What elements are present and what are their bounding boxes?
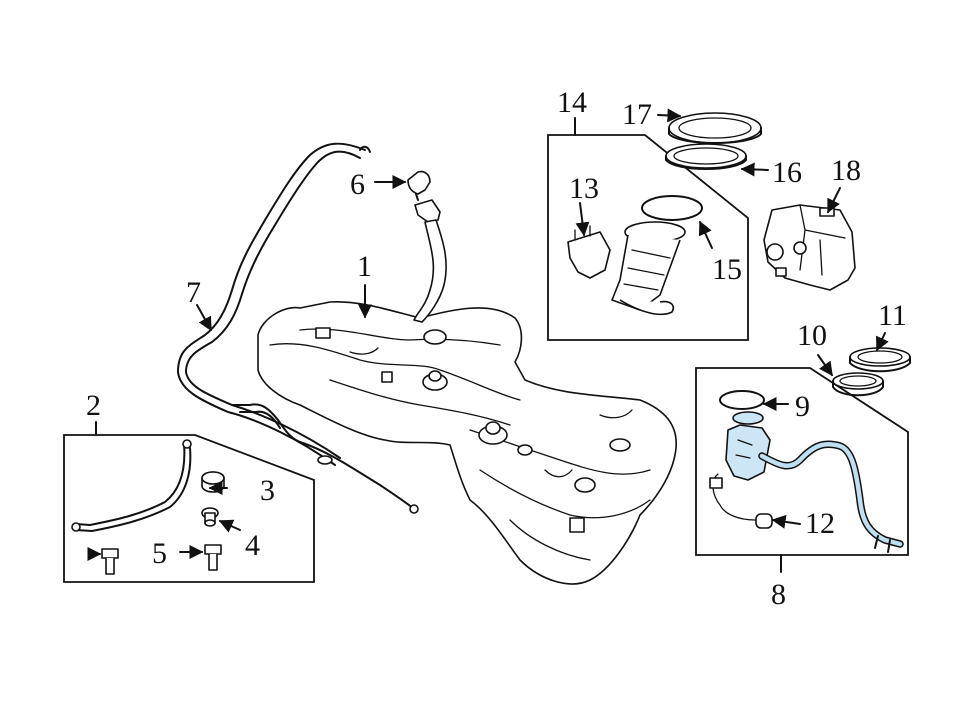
sender-assembly-group [695,367,909,573]
callout-4: 4 [245,529,260,562]
fuel-tank [257,301,677,585]
vent-lines [177,142,419,514]
sender-seal-9 [719,390,765,410]
fuel-level-sender [709,411,904,553]
callout-arrows [87,108,889,561]
callout-7: 7 [186,276,201,309]
strap-hardware-group [63,421,315,583]
callout-13: 13 [569,172,599,205]
pump-module-group [547,117,749,341]
pump-module [611,221,686,316]
pump-sender [567,225,611,279]
callout-5: 5 [152,537,167,570]
callout-8: 8 [771,578,786,611]
callout-10: 10 [797,319,827,352]
seal-16 [665,143,747,170]
evap-canister [763,204,856,291]
callout-18: 18 [831,154,861,187]
callout-15: 15 [712,253,742,286]
bushing [201,507,219,527]
lock-ring-17 [668,112,762,144]
callout-labels: 1 2 3 4 5 6 7 8 9 10 11 12 13 14 15 16 1… [86,86,907,611]
bolt-right [204,544,222,571]
ring-10 [832,372,884,397]
callout-3: 3 [260,474,275,507]
callout-6: 6 [350,168,365,201]
pump-seal-15 [641,195,703,221]
filler-neck [407,170,447,323]
callout-9: 9 [795,390,810,423]
callout-12: 12 [805,507,835,540]
callout-1: 1 [357,250,372,283]
callout-14: 14 [557,86,587,119]
callout-11: 11 [878,299,907,332]
bolt-left [101,548,119,575]
tank-strap [71,439,192,532]
callout-2: 2 [86,389,101,422]
ring-11 [849,347,911,373]
callout-16: 16 [772,156,802,189]
callout-17: 17 [622,98,652,131]
